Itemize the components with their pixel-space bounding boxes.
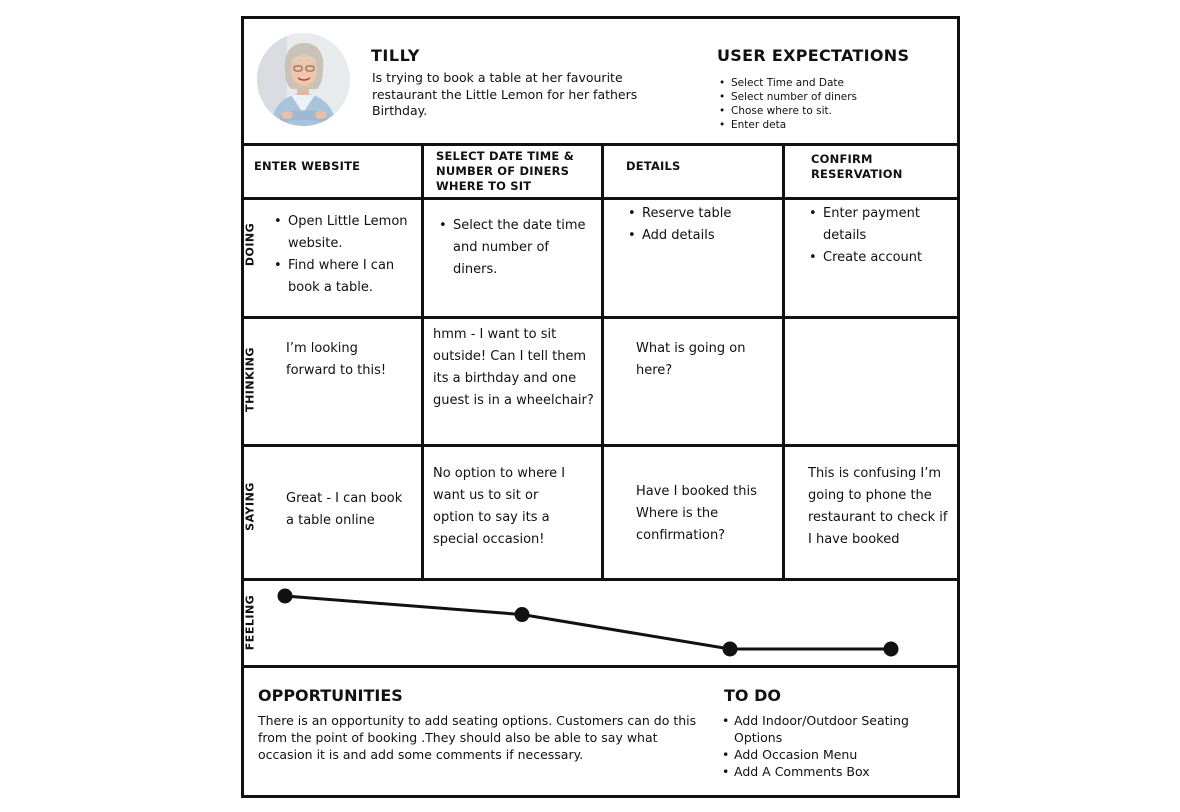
list-item: Enter payment details bbox=[807, 203, 952, 247]
opportunities-text: There is an opportunity to add seating o… bbox=[258, 713, 697, 762]
divider bbox=[241, 444, 960, 447]
divider bbox=[241, 578, 960, 581]
row-label-thinking: THINKING bbox=[243, 347, 257, 412]
feeling-line bbox=[284, 594, 891, 651]
divider bbox=[601, 143, 604, 581]
list-item: Add Occasion Menu bbox=[722, 746, 942, 763]
avatar bbox=[257, 33, 350, 126]
saying-cell-4: This is confusing I’m going to phone the… bbox=[808, 466, 948, 547]
list-item: Select number of diners bbox=[719, 90, 857, 104]
thinking-cell-3: What is going on here? bbox=[636, 341, 746, 378]
list-item: Enter deta bbox=[719, 118, 857, 132]
column-header-details: DETAILS bbox=[626, 159, 681, 173]
persona-name: TILLY bbox=[371, 46, 420, 65]
list-item: Chose where to sit. bbox=[719, 104, 857, 118]
row-label-doing: DOING bbox=[243, 222, 257, 267]
todo-title: TO DO bbox=[724, 686, 781, 705]
doing-cell-2: Select the date time and number of diner… bbox=[437, 215, 587, 281]
column-header-enter-website: ENTER WEBSITE bbox=[254, 159, 361, 173]
list-item: Add A Comments Box bbox=[722, 763, 942, 780]
saying-cell-3: Have I booked this Where is the confirma… bbox=[636, 484, 757, 543]
divider bbox=[241, 143, 960, 146]
feeling-point-3 bbox=[722, 641, 738, 657]
thinking-cell-1: I’m looking forward to this! bbox=[286, 341, 387, 378]
list-item: Select the date time and number of diner… bbox=[437, 215, 587, 281]
divider bbox=[241, 197, 960, 200]
saying-cell-2: No option to where I want us to sit or o… bbox=[433, 466, 566, 547]
persona-description: Is trying to book a table at her favouri… bbox=[372, 70, 638, 118]
list-item: Add details bbox=[626, 225, 776, 247]
thinking-cell-2: hmm - I want to sit outside! Can I tell … bbox=[433, 327, 594, 408]
divider bbox=[421, 143, 424, 581]
feeling-point-1 bbox=[277, 588, 293, 604]
todo-list: Add Indoor/Outdoor Seating Options Add O… bbox=[722, 712, 942, 780]
list-item: Add Indoor/Outdoor Seating Options bbox=[722, 712, 942, 746]
column-header-confirm-reservation: CONFIRM RESERVATION bbox=[811, 152, 903, 181]
list-item: Find where I can book a table. bbox=[272, 255, 417, 299]
doing-cell-4: Enter payment details Create account bbox=[807, 203, 952, 269]
user-expectations-title: USER EXPECTATIONS bbox=[717, 46, 910, 65]
list-item: Reserve table bbox=[626, 203, 776, 225]
doing-cell-1: Open Little Lemon website. Find where I … bbox=[272, 211, 417, 299]
divider bbox=[241, 316, 960, 319]
journey-map-frame bbox=[241, 16, 960, 798]
user-expectations-list: Select Time and Date Select number of di… bbox=[719, 76, 857, 132]
persona-photo bbox=[257, 33, 350, 126]
list-item: Select Time and Date bbox=[719, 76, 857, 90]
feeling-point-2 bbox=[514, 607, 530, 623]
doing-cell-3: Reserve table Add details bbox=[626, 203, 776, 247]
column-header-select-date: SELECT DATE TIME & NUMBER OF DINERS WHER… bbox=[436, 149, 574, 193]
opportunities-title: OPPORTUNITIES bbox=[258, 686, 403, 705]
row-label-saying: SAYING bbox=[243, 482, 257, 531]
divider bbox=[241, 665, 960, 668]
list-item: Create account bbox=[807, 247, 952, 269]
feeling-chart bbox=[277, 588, 899, 657]
feeling-point-4 bbox=[883, 641, 899, 657]
list-item: Open Little Lemon website. bbox=[272, 211, 417, 255]
divider bbox=[782, 143, 785, 581]
saying-cell-1: Great - I can book a table online bbox=[286, 491, 403, 528]
